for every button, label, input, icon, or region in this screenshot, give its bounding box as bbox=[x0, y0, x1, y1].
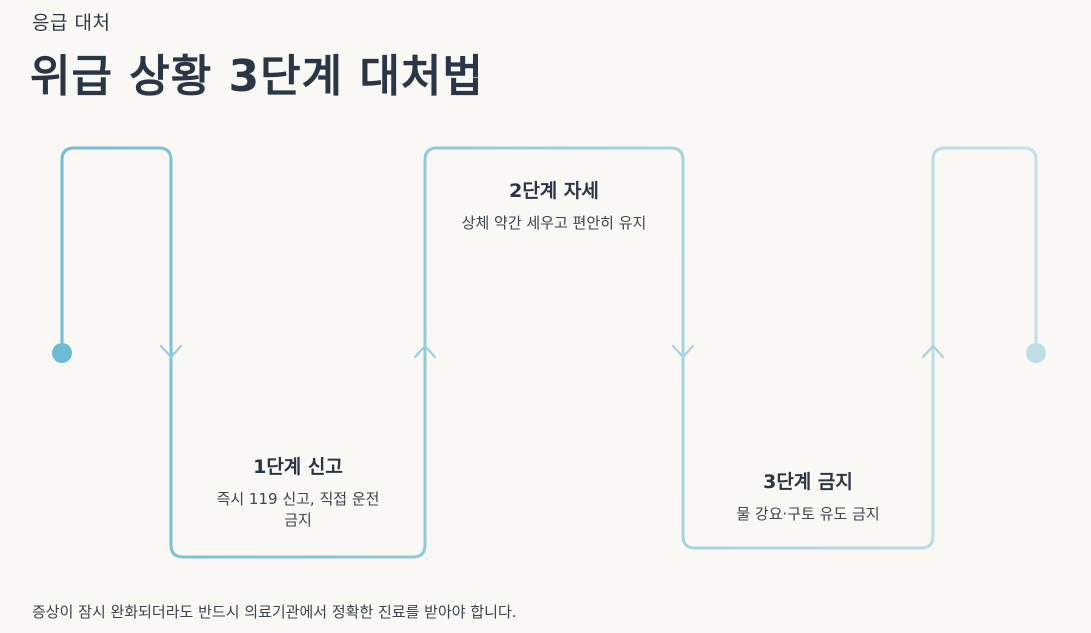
up-arrow-icon bbox=[413, 344, 437, 359]
step-3-title: 3단계 금지 bbox=[763, 471, 853, 493]
start-dot bbox=[52, 343, 72, 363]
flow-path bbox=[60, 146, 1038, 559]
step-1: 1단계 신고 즉시 119 신고, 직접 운전 금지 bbox=[208, 452, 388, 531]
end-dot bbox=[1026, 343, 1046, 363]
footer-note: 증상이 잠시 완화되더라도 반드시 의료기관에서 정확한 진료를 받아야 합니다… bbox=[32, 603, 517, 621]
step-2-title: 2단계 자세 bbox=[509, 180, 599, 202]
step-2-description: 상체 약간 세우고 편안히 유지 bbox=[461, 214, 647, 232]
section-eyebrow: 응급 대처 bbox=[32, 12, 111, 34]
up-arrow-icon bbox=[921, 344, 945, 359]
step-3-description: 물 강요·구토 유도 금지 bbox=[736, 505, 880, 523]
step-1-description: 즉시 119 신고, 직접 운전 금지 bbox=[216, 490, 380, 529]
page-title: 위급 상황 3단계 대처법 bbox=[30, 51, 484, 102]
step-3: 3단계 금지 물 강요·구토 유도 금지 bbox=[708, 467, 908, 525]
step-1-title: 1단계 신고 bbox=[253, 456, 343, 478]
down-arrow-icon bbox=[159, 344, 183, 359]
step-2: 2단계 자세 상체 약간 세우고 편안히 유지 bbox=[459, 176, 649, 234]
down-arrow-icon bbox=[671, 344, 695, 359]
